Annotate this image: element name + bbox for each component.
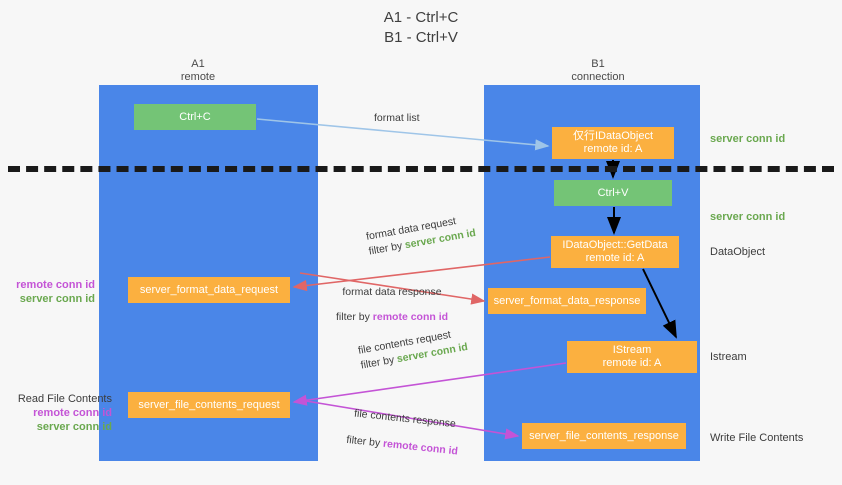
left-label-remote-conn-id-2: remote conn id	[33, 407, 112, 419]
lane-header-b1: B1 connection	[538, 58, 658, 84]
edge-label-file-contents-request: file contents request filter by server c…	[357, 325, 469, 373]
left-label-server-conn-id-1: server conn id	[19, 293, 95, 305]
box-idataobject-line2: remote id: A	[583, 143, 643, 155]
box-istream-line2: remote id: A	[602, 357, 662, 369]
box-idataobject-getdata[interactable]: IDataObject::GetData remote id: A	[551, 236, 679, 268]
box-server-format-data-response-label: server_format_data_response	[493, 294, 641, 307]
edge-label-format-data-response-line1: format data response	[342, 286, 442, 298]
left-label-server-conn-id-2: server conn id	[36, 421, 112, 433]
right-label-server-conn-id-1: server conn id	[710, 133, 786, 145]
box-getdata-line1: IDataObject::GetData	[562, 239, 668, 251]
right-label-server-conn-id-2: server conn id	[710, 211, 786, 223]
box-server-file-contents-response[interactable]: server_file_contents_response	[522, 423, 686, 449]
edge-label-format-list-text: format list	[374, 112, 420, 124]
edge-label-format-data-request: format data request filter by server con…	[365, 211, 477, 259]
page-title: A1 - Ctrl+C B1 - Ctrl+V	[0, 8, 842, 48]
edge-label-file-contents-response-line2: filter by remote conn id	[346, 433, 459, 460]
filter-emphasis-remote-conn-id: remote conn id	[372, 311, 449, 323]
box-server-format-data-request[interactable]: server_format_data_request	[128, 277, 290, 303]
right-label-dataobject: DataObject	[710, 246, 766, 258]
left-label-remote-conn-id-1: remote conn id	[16, 279, 95, 291]
edge-label-format-list: format list	[374, 111, 420, 126]
box-server-format-data-request-label: server_format_data_request	[139, 283, 279, 296]
title-line-2: B1 - Ctrl+V	[384, 29, 458, 46]
edge-label-format-data-response: format data response filter by remote co…	[336, 285, 448, 325]
box-server-file-contents-request-label: server_file_contents_request	[138, 398, 280, 411]
lane-b1-sub: connection	[571, 71, 625, 83]
filter-emphasis-remote-conn-id: remote conn id	[382, 437, 459, 458]
lane-header-a1: A1 remote	[138, 58, 258, 84]
box-ctrl-c-label: Ctrl+C	[179, 110, 211, 123]
box-server-file-contents-response-label: server_file_contents_response	[529, 429, 679, 442]
box-server-format-data-response[interactable]: server_format_data_response	[488, 288, 646, 314]
edge-label-file-contents-response-line1: file contents response	[353, 407, 457, 431]
lane-b1-name: B1	[591, 58, 605, 70]
right-label-istream: Istream	[710, 351, 747, 363]
filter-by-prefix: filter by	[345, 433, 384, 450]
lane-a1-sub: remote	[180, 71, 216, 83]
box-server-file-contents-request[interactable]: server_file_contents_request	[128, 392, 290, 418]
box-istream[interactable]: IStream remote id: A	[567, 341, 697, 373]
box-ctrl-v[interactable]: Ctrl+V	[554, 180, 672, 206]
left-label-group-1: remote conn id server conn id	[9, 278, 95, 306]
box-idataobject[interactable]: 仅行IDataObject remote id: A	[552, 127, 674, 159]
left-label-group-2: Read File Contents remote conn id server…	[9, 392, 112, 434]
left-label-read-file-contents: Read File Contents	[17, 393, 112, 405]
edge-label-file-contents-response: file contents response filter by remote …	[346, 406, 462, 459]
box-istream-line1: IStream	[612, 344, 652, 356]
lane-a1-name: A1	[191, 58, 205, 70]
box-ctrl-c[interactable]: Ctrl+C	[134, 104, 256, 130]
filter-by-prefix: filter by	[336, 311, 373, 323]
dashed-divider	[8, 166, 834, 172]
box-getdata-line2: remote id: A	[585, 252, 645, 264]
title-line-1: A1 - Ctrl+C	[383, 9, 459, 26]
box-idataobject-line1: 仅行IDataObject	[572, 130, 654, 142]
edge-label-format-data-response-line2: filter by remote conn id	[336, 310, 448, 325]
right-label-write-file-contents: Write File Contents	[710, 432, 804, 444]
box-ctrl-v-label: Ctrl+V	[597, 186, 629, 199]
